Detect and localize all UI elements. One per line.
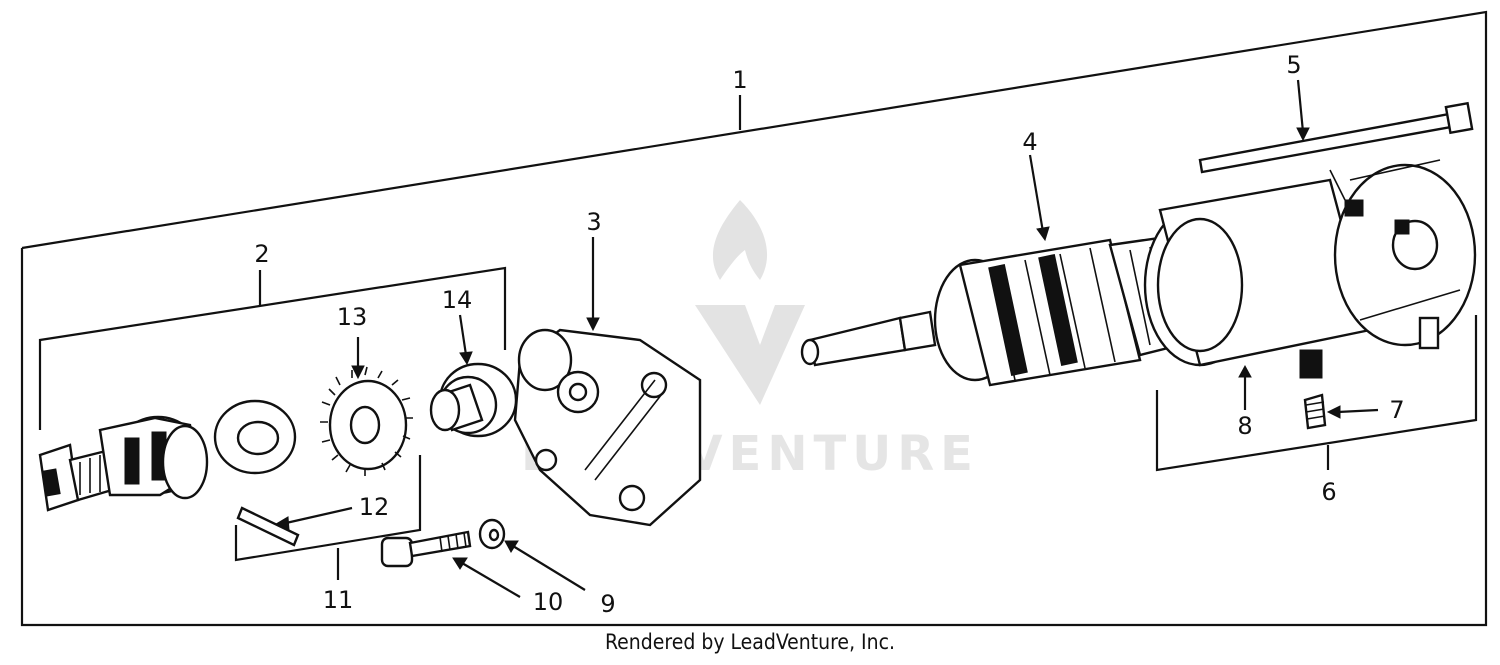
lock-washer-part-9 [478, 518, 506, 550]
arrowhead-7 [1326, 405, 1341, 419]
callout-13: 13 [337, 303, 368, 331]
leadventure-logo-icon [695, 200, 805, 405]
bracket-2 [38, 266, 507, 430]
bracket-6 [1155, 315, 1478, 472]
washer-part [213, 399, 297, 475]
callout-3: 3 [586, 208, 601, 236]
armature-part-4 [800, 233, 1202, 387]
callout-5: 5 [1286, 51, 1301, 79]
callout-7: 7 [1389, 396, 1404, 424]
leader-14 [458, 314, 468, 356]
frame-part-8 [1143, 178, 1372, 379]
leader-9 [512, 545, 586, 591]
arrowhead-13 [351, 365, 365, 380]
drive-end-housing-part-3 [513, 328, 702, 527]
arrowhead-9 [504, 540, 519, 553]
callout-1: 1 [732, 66, 747, 94]
arrowhead-5 [1296, 127, 1310, 142]
arrowhead-4 [1036, 226, 1050, 242]
leader-4 [1028, 154, 1045, 233]
end-cap-part [1329, 159, 1477, 350]
drive-clutch-part [38, 415, 209, 512]
callout-12: 12 [359, 493, 390, 521]
spring-part-7 [1303, 393, 1327, 430]
callout-2: 2 [254, 240, 269, 268]
gear-part-13 [320, 366, 413, 476]
through-bolt-part-5 [1198, 101, 1474, 174]
arrowhead-14 [459, 351, 473, 366]
callout-14: 14 [442, 286, 473, 314]
callout-11: 11 [323, 586, 354, 614]
arrowhead-3 [586, 317, 600, 332]
leader-5 [1296, 79, 1305, 133]
bearing-part-14 [429, 362, 518, 438]
callout-6: 6 [1321, 478, 1336, 506]
arrowhead-10 [452, 557, 468, 570]
bracket-assembly-1 [20, 10, 1488, 627]
leader-10 [461, 562, 521, 598]
callout-9: 9 [600, 590, 615, 618]
leader-7 [1337, 408, 1379, 414]
arrowhead-8 [1238, 364, 1252, 378]
bolt-part-10 [380, 530, 472, 568]
footer-credit: Rendered by LeadVenture, Inc. [605, 630, 895, 654]
callout-8: 8 [1237, 412, 1252, 440]
bracket-11 [234, 455, 422, 562]
callout-10: 10 [533, 588, 564, 616]
callout-4: 4 [1022, 128, 1037, 156]
arrowhead-12 [274, 516, 290, 531]
leader-12 [285, 506, 353, 525]
